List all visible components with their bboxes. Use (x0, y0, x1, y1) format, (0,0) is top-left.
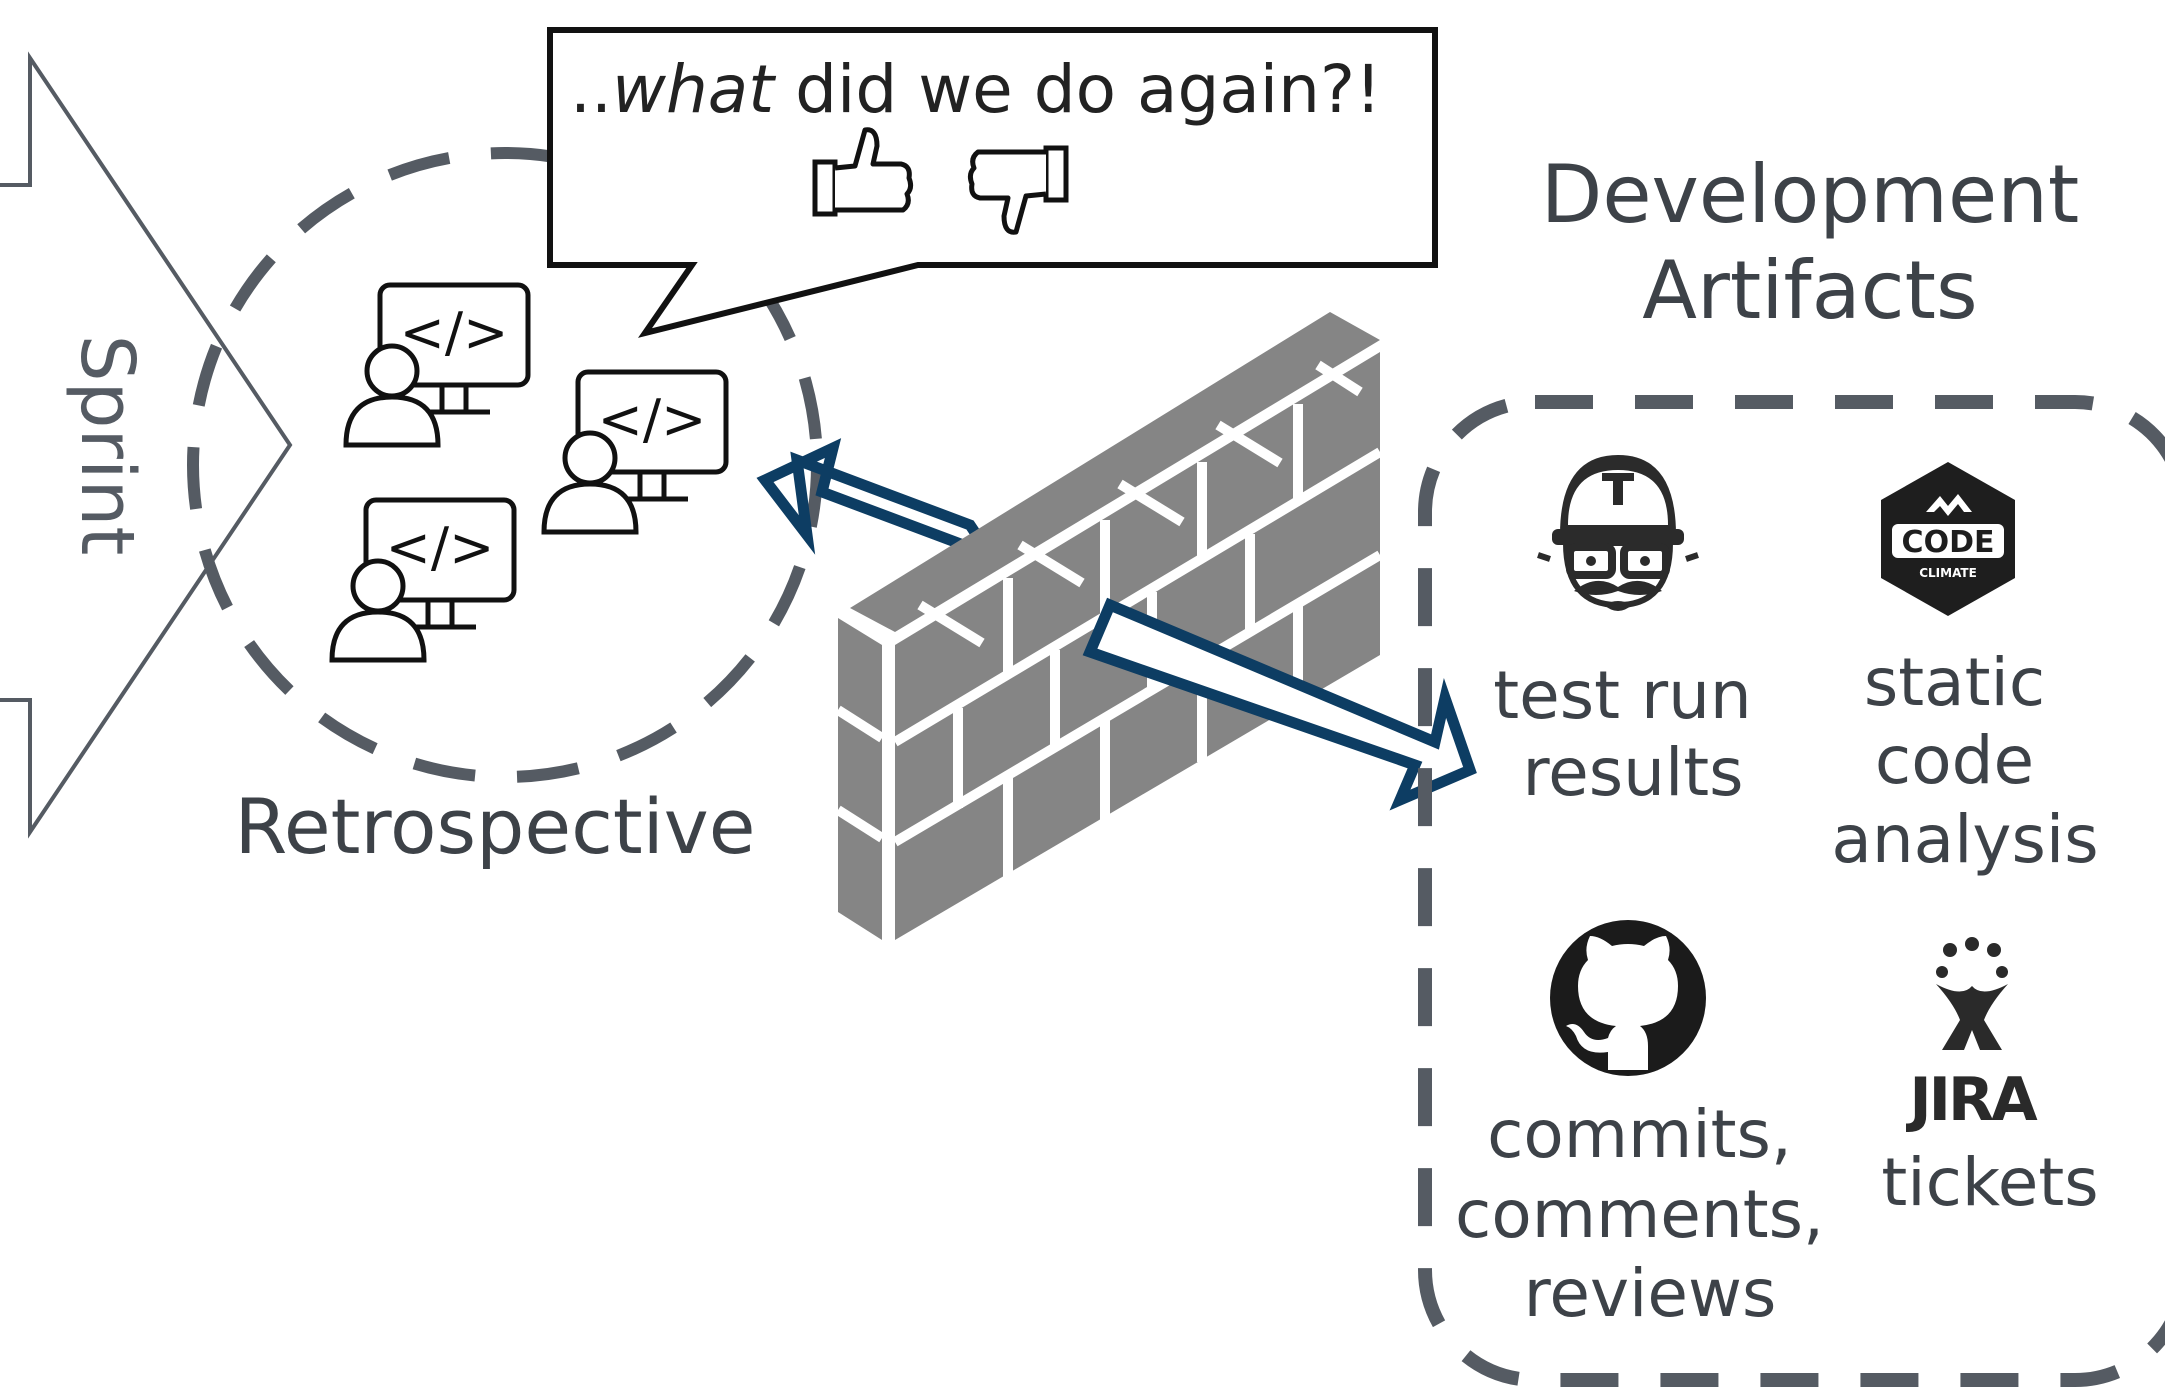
jira-logo-icon: JIRA (1905, 937, 2041, 1135)
artifact-label-commits: commits, comments, reviews (1455, 1096, 1845, 1332)
developer-icon: </> (329, 497, 517, 663)
code-climate-logo-subtext: CLIMATE (1919, 566, 1977, 580)
code-climate-logo-text: CODE (1902, 525, 1995, 560)
artifact-label-tickets: tickets (1881, 1144, 2098, 1221)
speech-emphasis: what (612, 51, 776, 128)
svg-text:</>: </> (386, 516, 495, 579)
github-logo-icon (1550, 920, 1706, 1076)
artifacts-title-line1: Development (1541, 148, 2080, 241)
artifacts-title-line2: Artifacts (1642, 244, 1977, 337)
code-climate-logo-icon: CODE CLIMATE (1881, 462, 2015, 616)
speech-prefix: .. (570, 51, 612, 128)
artifact-label-static-code: static code analysis (1831, 644, 2098, 878)
developer-icon: </> (541, 369, 729, 535)
arrow-to-retrospective (756, 438, 1005, 567)
speech-text: ..what did we do again?! (570, 51, 1381, 128)
travis-ci-logo-icon (1537, 455, 1699, 611)
sprint-label: Sprint (64, 335, 150, 556)
speech-rest: did we do again?! (774, 51, 1381, 128)
retrospective-label: Retrospective (234, 782, 755, 871)
artifacts-box (1418, 395, 2165, 1387)
jira-logo-text: JIRA (1905, 1065, 2038, 1135)
sprint-arrow (0, 51, 293, 839)
artifact-label-test-run: test run results (1493, 657, 1773, 811)
svg-text:</>: </> (598, 388, 707, 451)
arrow-to-artifacts (1082, 597, 1477, 811)
thumbs-up-icon (812, 127, 914, 217)
svg-text:</>: </> (400, 301, 509, 364)
developer-icon: </> (343, 282, 531, 448)
thumbs-down-icon (967, 145, 1069, 235)
